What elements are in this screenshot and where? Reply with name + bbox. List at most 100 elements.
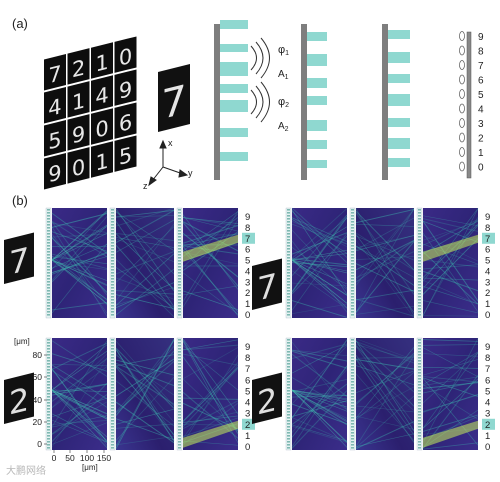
y-tick-label: 20 — [33, 417, 43, 427]
output-digit-label: 6 — [245, 375, 250, 386]
mnist-tile — [91, 141, 113, 178]
output-digit-label: 6 — [245, 245, 250, 256]
mnist-tile — [91, 108, 113, 145]
y-axis-unit: [μm] — [14, 337, 30, 346]
phi2-symbol: φ — [278, 96, 285, 108]
mnist-tile-digit: 4 — [48, 94, 61, 122]
field-map — [291, 207, 348, 318]
grating-strip — [349, 337, 356, 451]
grating-strip — [176, 207, 183, 319]
mnist-tile-digit: 5 — [119, 143, 132, 171]
metasurface-layer-2 — [301, 24, 327, 180]
x-tick-label: 50 — [65, 453, 75, 463]
mnist-tile-digit: 0 — [72, 155, 85, 183]
x-tick-label: 0 — [52, 453, 57, 463]
field-map — [115, 207, 175, 318]
highlight-box — [482, 418, 495, 430]
output-digit-label: 1 — [245, 431, 250, 442]
mnist-tile — [67, 147, 90, 184]
a2-symbol: A — [278, 121, 285, 132]
detector-lens — [459, 74, 465, 85]
output-digit-label: 7 — [485, 234, 490, 245]
output-digit-label: 8 — [245, 223, 250, 234]
mnist-tile-digit: 9 — [72, 122, 85, 150]
output-digit-label: 5 — [485, 256, 490, 267]
y-tick-label: 40 — [33, 395, 43, 405]
input-digit-thumbnail: 2 — [252, 372, 282, 424]
field-map — [422, 208, 479, 318]
x-axis-unit: [μm] — [82, 463, 98, 472]
field-map — [182, 208, 239, 318]
metasurface-layer-1 — [214, 20, 248, 180]
mnist-tile — [67, 114, 90, 151]
mnist-tile-digit: 6 — [119, 110, 132, 138]
field-map — [355, 338, 415, 450]
grating-strip — [416, 207, 423, 319]
output-digit-label: 1 — [245, 299, 250, 310]
output-digit-label: 3 — [485, 409, 490, 420]
mnist-tile — [67, 81, 90, 118]
grating-strip — [285, 207, 292, 319]
svg-text:φ1: φ1 — [278, 44, 289, 57]
mnist-tile-digit: 1 — [72, 89, 85, 117]
a1-symbol: A — [278, 69, 285, 80]
mnist-tile — [44, 87, 66, 124]
field-map — [182, 338, 239, 450]
output-digit-label: 6 — [485, 245, 490, 256]
output-digit-label: 4 — [245, 266, 250, 277]
y-tick-label: 0 — [37, 439, 42, 449]
phase-amplitude-labels: φ1 A1 φ2 A2 — [278, 44, 289, 133]
panel-a-label: (a) — [12, 16, 28, 31]
coordinate-axes — [148, 139, 189, 187]
output-digit-label: 7 — [245, 234, 250, 245]
grating-strip — [109, 337, 116, 451]
thumbnail-digit: 2 — [257, 380, 277, 422]
output-digit-label: 3 — [245, 277, 250, 288]
phi2-sub: 2 — [285, 102, 289, 109]
metasurface-layer-3 — [382, 24, 410, 180]
output-digit-label: 8 — [245, 353, 250, 364]
output-digit-label: 3 — [245, 409, 250, 420]
output-digit-label: 4 — [245, 398, 250, 409]
detector-lens — [459, 60, 465, 70]
detector-lens — [459, 118, 465, 128]
mnist-tile — [114, 135, 137, 172]
detector-lens — [459, 161, 465, 172]
output-digit-label: 5 — [485, 386, 490, 397]
output-digit-label: 5 — [245, 386, 250, 397]
mnist-tile — [114, 36, 137, 73]
detector-digit-label: 1 — [478, 148, 484, 159]
mnist-tile — [67, 48, 90, 85]
output-digit-label: 4 — [485, 398, 490, 409]
detector-lens — [459, 132, 465, 143]
output-digit-label: 8 — [485, 223, 490, 234]
a2-sub: 2 — [285, 126, 289, 133]
detector-digit-label: 3 — [478, 119, 484, 130]
detector-digit-label: 9 — [478, 32, 484, 43]
output-digit-label: 2 — [245, 420, 250, 431]
mnist-tile-digit: 0 — [95, 116, 108, 144]
panel-b-label: (b) — [12, 193, 28, 208]
a1-sub: 1 — [285, 74, 289, 81]
wavefront-arcs — [250, 37, 270, 123]
input-digit-plane: 7 — [158, 64, 190, 132]
watermark-text: 大鹏网络 — [6, 466, 46, 477]
mnist-tile-digit: 5 — [48, 127, 61, 155]
detector-lens — [459, 89, 465, 99]
detector-digit-label: 6 — [478, 76, 484, 87]
grating-strip — [176, 337, 183, 451]
detector-lens — [459, 147, 465, 157]
output-digit-label: 2 — [485, 420, 490, 431]
field-map — [51, 338, 108, 450]
field-map — [115, 338, 175, 450]
